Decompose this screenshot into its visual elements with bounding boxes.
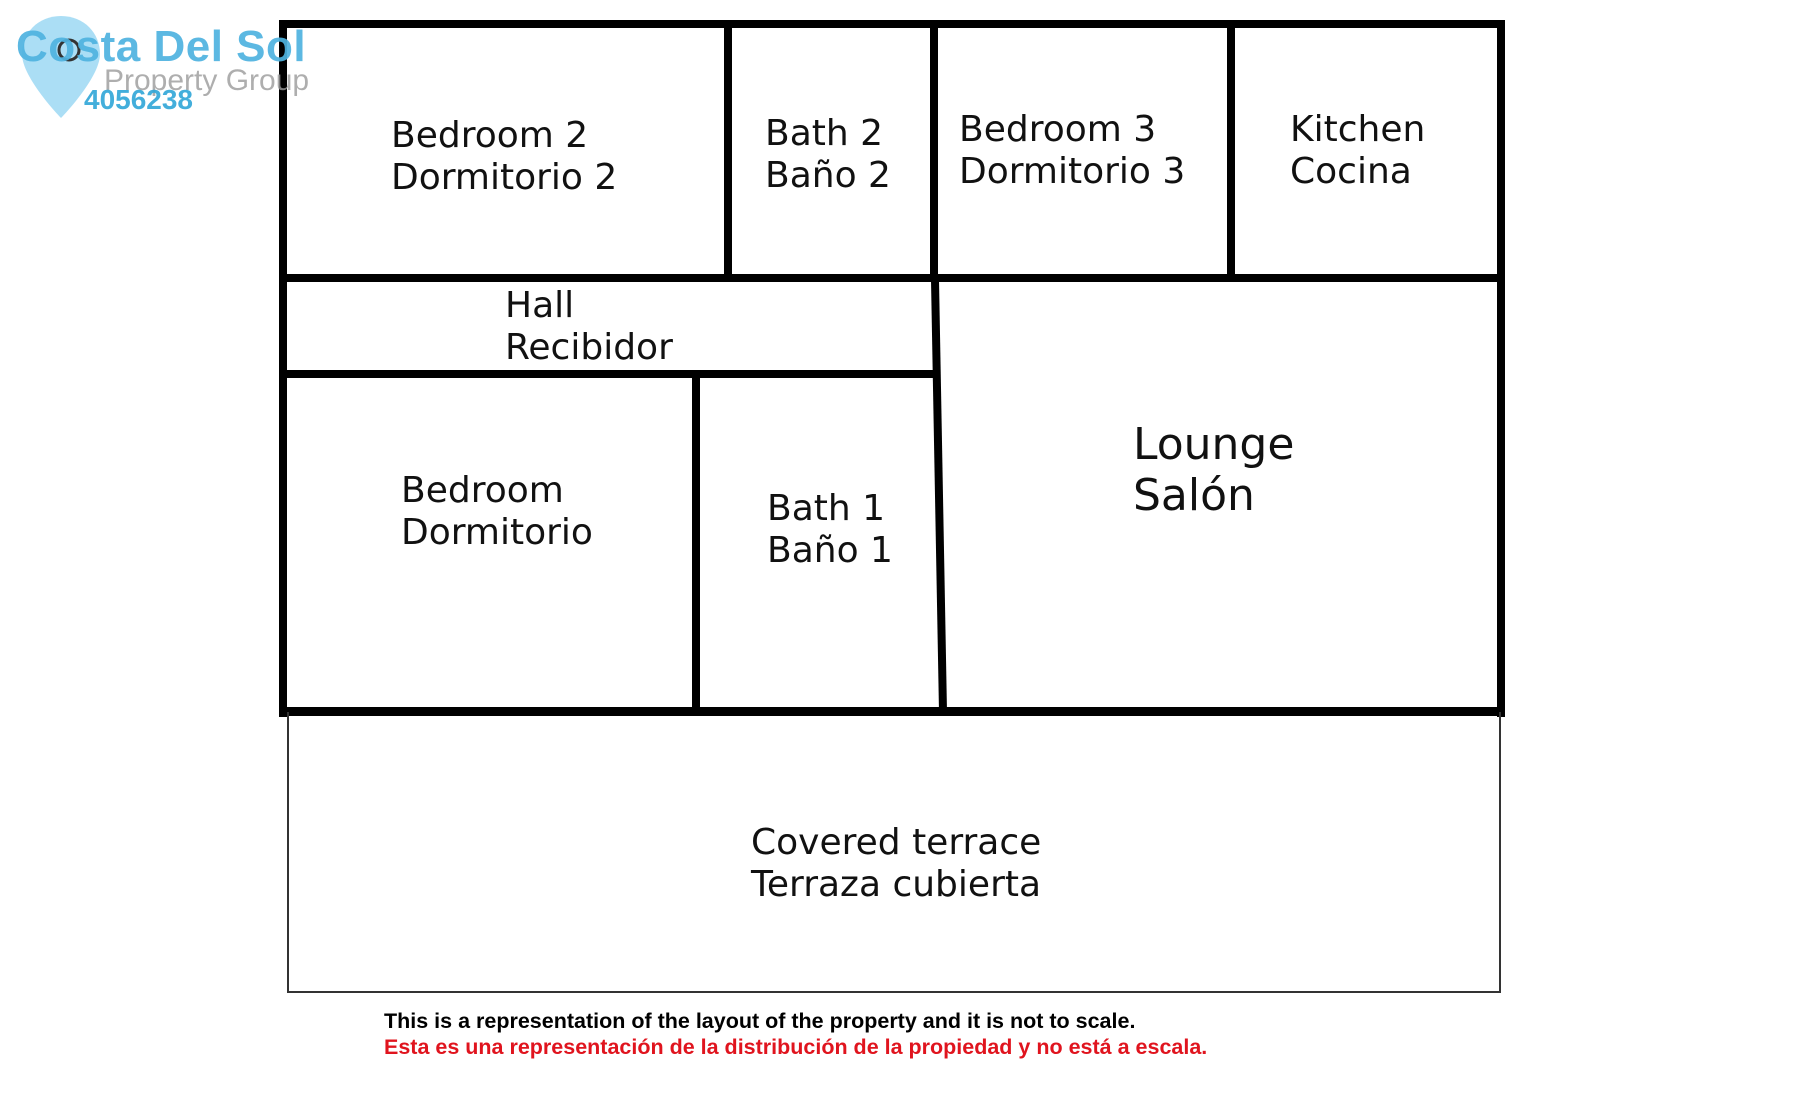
wall-bedroom2-bath2 [724, 20, 732, 282]
wall-top [279, 20, 1505, 28]
room-name-es: Baño 2 [765, 155, 891, 196]
room-name-en: Kitchen [1290, 109, 1426, 150]
room-label-hall: Hall Recibidor [505, 285, 673, 369]
wall-top-row-divider [279, 274, 1505, 282]
room-label-kitchen: Kitchen Cocina [1290, 109, 1425, 193]
room-name-es: Dormitorio 3 [959, 151, 1186, 192]
logo-subtitle: Property Group [104, 64, 310, 97]
room-label-bedroom-2: Bedroom 2 Dormitorio 2 [391, 115, 617, 199]
wall-bedroom3-kitchen [1227, 20, 1235, 282]
wall-bath2-bedroom3 [930, 20, 938, 282]
room-label-covered-terrace: Covered terrace Terraza cubierta [751, 822, 1041, 906]
room-name-en: Bedroom 3 [959, 109, 1157, 150]
wall-bottom [279, 707, 1505, 716]
room-name-es: Recibidor [505, 327, 673, 368]
room-name-en: Bath 2 [765, 113, 884, 154]
room-name-en: Bedroom [401, 470, 564, 511]
room-name-es: Baño 1 [767, 530, 893, 571]
room-name-en: Covered terrace [751, 822, 1042, 863]
room-name-en: Lounge [1133, 419, 1295, 470]
room-name-en: Bedroom 2 [391, 115, 589, 156]
wall-right [1497, 20, 1505, 717]
map-pin-icon [22, 16, 100, 118]
room-name-es: Cocina [1290, 151, 1412, 192]
room-label-bath-2: Bath 2 Baño 2 [765, 113, 891, 197]
terrace-outline [287, 712, 1501, 993]
room-name-es: Dormitorio 2 [391, 157, 618, 198]
wall-hall-bottom [279, 370, 937, 378]
watermark-logo: Costa Del Sol Property Group 4056238 [8, 8, 348, 118]
room-label-bedroom-3: Bedroom 3 Dormitorio 3 [959, 109, 1185, 193]
room-name-es: Terraza cubierta [751, 864, 1042, 905]
logo-reference-number: 4056238 [84, 84, 194, 115]
logo-brand-text: Costa Del Sol [16, 22, 307, 71]
room-label-bath-1: Bath 1 Baño 1 [767, 488, 893, 572]
room-label-lounge: Lounge Salón [1133, 419, 1294, 521]
room-name-en: Hall [505, 285, 575, 326]
room-name-es: Salón [1133, 470, 1255, 521]
room-name-en: Bath 1 [767, 488, 886, 529]
disclaimer-spanish: Esta es una representación de la distrib… [384, 1035, 1208, 1059]
disclaimer-english: This is a representation of the layout o… [384, 1009, 1136, 1033]
room-label-bedroom: Bedroom Dormitorio [401, 470, 593, 554]
wall-left [279, 20, 287, 717]
room-name-es: Dormitorio [401, 512, 593, 553]
wall-bedroom-bath1 [692, 370, 700, 716]
